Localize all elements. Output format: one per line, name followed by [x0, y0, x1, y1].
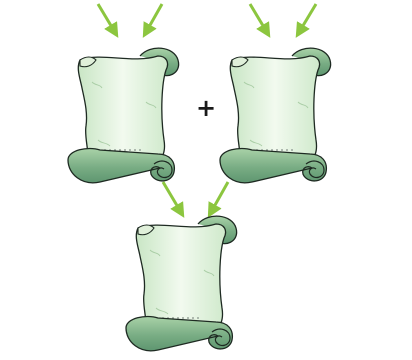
arrow-right-1	[248, 3, 271, 38]
scroll-result-icon	[125, 215, 238, 352]
arrows-result	[161, 181, 230, 218]
arrows-right	[248, 3, 318, 38]
arrow-left-2	[142, 3, 164, 38]
scroll-right-icon	[219, 47, 332, 184]
arrows-left	[96, 3, 164, 38]
arrow-result-1	[161, 181, 185, 218]
scroll-left-icon	[67, 47, 180, 184]
arrow-result-2	[207, 181, 230, 218]
arrow-left-1	[96, 3, 119, 38]
arrow-right-2	[295, 3, 318, 38]
plus-operator: +	[195, 94, 217, 122]
